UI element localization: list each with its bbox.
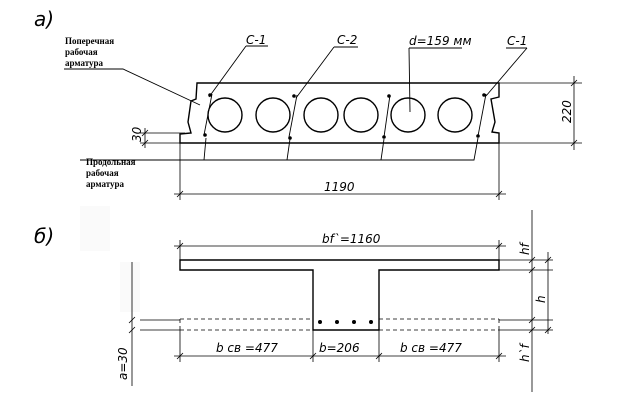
leader-c1-left (208, 45, 268, 98)
dim-a-label: a=30 (116, 347, 130, 380)
cage-left (203, 93, 213, 136)
dimension-220: 220 (499, 76, 582, 150)
note-transverse: Поперечная рабочая арматура (64, 36, 201, 106)
t-section-outline (179, 259, 500, 331)
note-longitudinal-line1: Продольная (86, 157, 136, 167)
reinforcement-cages (203, 93, 487, 140)
label-c2: С-2 (337, 33, 357, 47)
dim-web-label: b=206 (319, 341, 360, 355)
section-b-label: б) (34, 224, 54, 248)
dim-hf-bottom-label: h`f (518, 342, 532, 362)
core-5 (390, 97, 426, 133)
label-c1-left: С-1 (246, 33, 266, 47)
dimension-right-stack: hf h h`f (499, 210, 553, 392)
leader-c2 (295, 46, 358, 99)
dim-bf-label: bf`=1160 (322, 232, 381, 246)
dimension-bottom-chain: b св =477 b=206 b св =477 (174, 330, 506, 362)
leader-long-4 (381, 137, 479, 161)
note-longitudinal-line3: арматура (86, 179, 125, 189)
note-longitudinal: Продольная рабочая арматура (80, 137, 479, 189)
dim-hf-label: hf (518, 241, 532, 255)
note-transverse-line3: арматура (65, 58, 104, 68)
core-6 (437, 97, 473, 133)
dim-30-label: 30 (130, 126, 144, 142)
cage-c2 (288, 94, 298, 138)
dim-1190-label: 1190 (324, 180, 355, 194)
section-a-label: а) (34, 7, 54, 31)
core-2 (255, 97, 291, 133)
core-3 (303, 97, 339, 133)
label-c1-right: С-1 (507, 34, 527, 48)
cage-right (477, 93, 487, 137)
cage-middle (383, 94, 391, 138)
leader-long-3 (287, 138, 385, 161)
label-diameter: d=159 мм (409, 34, 472, 48)
blank-box-1 (80, 206, 110, 251)
dimension-1190: 1190 (174, 143, 506, 200)
dimension-bf: bf`=1160 (174, 232, 506, 260)
dim-h-label: h (534, 295, 548, 303)
blank-box-2 (120, 262, 140, 312)
dimension-30: 30 (130, 126, 185, 148)
leader-diameter (408, 47, 462, 113)
note-longitudinal-line2: рабочая (86, 168, 119, 178)
note-transverse-line1: Поперечная (65, 36, 114, 46)
core-1 (207, 97, 243, 133)
note-transverse-line2: рабочая (65, 47, 98, 57)
rebar-dots (318, 320, 373, 324)
leader-c1-right (485, 47, 528, 97)
bottom-flange-dashed (179, 318, 500, 331)
core-4 (343, 97, 379, 133)
hollow-cores (207, 97, 473, 133)
dim-220-label: 220 (560, 100, 574, 123)
callouts-top: С-1 С-2 d=159 мм С-1 (208, 33, 528, 113)
dim-overhang-left-label: b св =477 (216, 341, 278, 355)
leader-transverse (64, 68, 201, 106)
dim-overhang-right-label: b св =477 (400, 341, 462, 355)
leader-long-2 (204, 138, 291, 161)
dimension-a: a=30 (116, 262, 180, 386)
